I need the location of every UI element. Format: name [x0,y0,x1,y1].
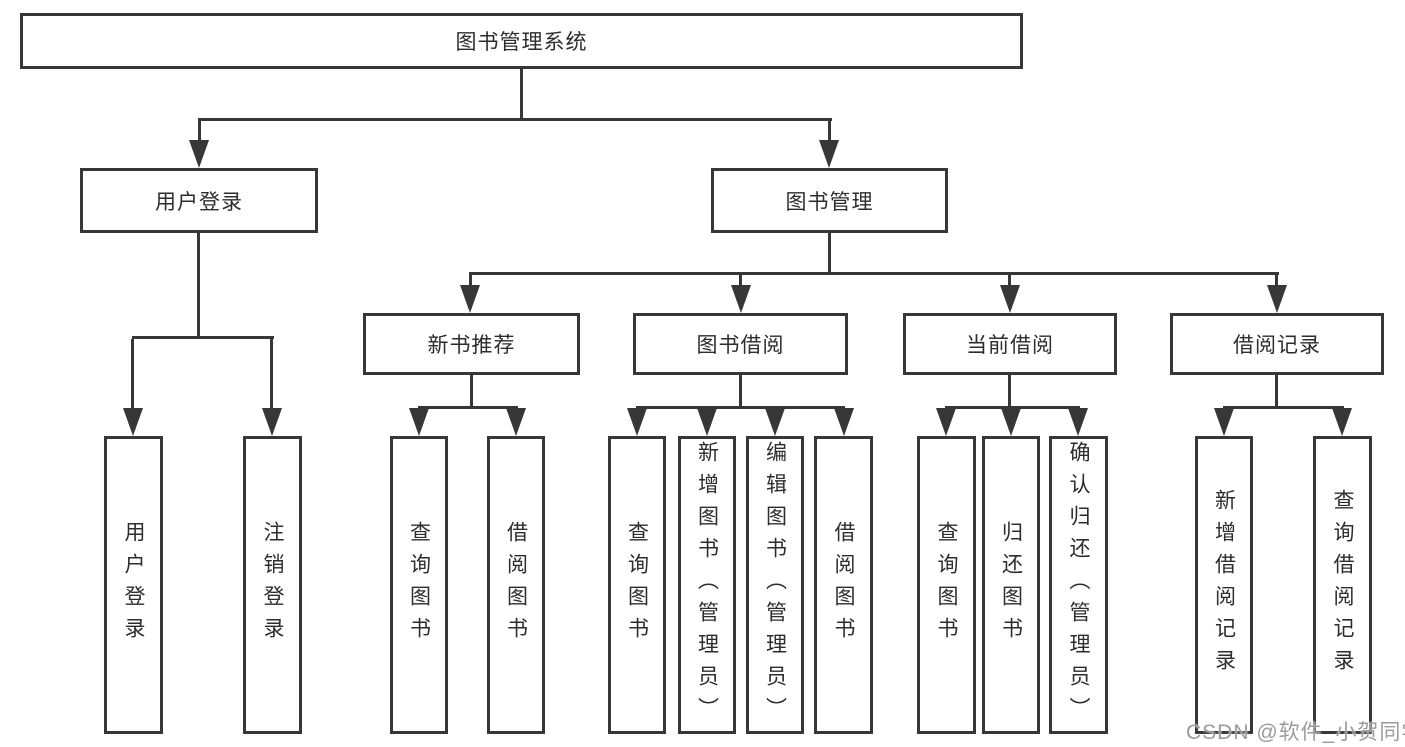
arrowhead-leaf-c3 [765,408,785,436]
leaf-confirm-return-admin-label: 确认归还（管理员） [1067,441,1090,729]
arrowhead-leaf-d2 [1001,408,1021,436]
connector-leaf-logout-drop [270,339,273,409]
leaf-edit-books-admin-label: 编辑图书（管理员） [763,441,787,729]
node-borrowing-records-label: 借阅记录 [1233,334,1321,357]
arrowhead-records [1267,285,1287,313]
arrowhead-leaf-d3 [1068,408,1088,436]
connector-recommend-bar [418,406,518,409]
connector-book-mgmt-stem [828,233,831,274]
node-new-book-recommend: 新书推荐 [363,313,580,375]
leaf-edit-books-admin: 编辑图书（管理员） [746,436,804,734]
leaf-confirm-return-admin: 确认归还（管理员） [1049,436,1108,734]
connector-borrowing-stem [739,375,742,408]
leaf-borrow-books-label: 借阅图书 [832,521,855,649]
connector-user-login-drop [198,121,201,142]
leaf-query-books-label: 查询图书 [625,521,649,649]
node-new-book-recommend-label: 新书推荐 [427,334,516,357]
arrowhead-current [1000,285,1020,313]
node-current-borrowing-label: 当前借阅 [966,334,1054,357]
arrowhead-leaf-c2 [697,408,717,436]
arrowhead-borrowing [731,285,751,313]
leaf-user-login: 用户登录 [104,436,163,734]
connector-records-drop [1275,275,1278,287]
leaf-user-login-label: 用户登录 [122,521,145,649]
arrowhead-leaf-c1 [627,408,647,436]
connector-current-stem [1008,375,1011,408]
leaf-add-books-admin: 新增图书（管理员） [678,436,736,734]
leaf-query-books-recommend: 查询图书 [390,436,448,734]
leaf-add-books-admin-label: 新增图书（管理员） [695,441,719,729]
connector-recommend-stem [470,375,473,408]
connector-user-login-bar [132,336,274,339]
arrowhead-book-mgmt [819,140,839,168]
connector-book-mgmt-drop [828,121,831,142]
node-book-management-label: 图书管理 [785,190,874,214]
connector-records-bar [1223,406,1344,409]
leaf-borrow-books: 借阅图书 [814,436,873,734]
leaf-return-books-label: 归还图书 [999,521,1023,649]
node-root-label: 图书管理系统 [455,31,588,54]
leaf-query-books-recommend-label: 查询图书 [407,521,431,649]
arrowhead-leaf-login [123,408,143,436]
node-user-login: 用户登录 [80,168,318,233]
leaf-query-books-current-label: 查询图书 [935,521,958,649]
arrowhead-leaf-b1 [409,408,429,436]
leaf-query-borrow-record-label: 查询借阅记录 [1331,489,1354,681]
arrowhead-leaf-d1 [936,408,956,436]
arrowhead-leaf-c4 [834,408,854,436]
leaf-logout-label: 注销登录 [261,521,284,649]
watermark: CSDN @软件_小贺同学 [1186,721,1405,744]
leaf-add-borrow-record: 新增借阅记录 [1195,436,1253,734]
connector-recommend-drop [469,275,472,287]
leaf-query-borrow-record: 查询借阅记录 [1313,436,1372,734]
leaf-borrow-books-recommend: 借阅图书 [487,436,545,734]
arrowhead-leaf-logout [262,408,282,436]
leaf-borrow-books-recommend-label: 借阅图书 [504,521,528,649]
node-book-management: 图书管理 [711,168,948,233]
leaf-query-books: 查询图书 [608,436,666,734]
connector-records-stem [1275,375,1278,408]
arrowhead-user-login [189,140,209,168]
leaf-query-books-current: 查询图书 [917,436,976,734]
connector-borrowing-drop [739,275,742,287]
connector-level3-bar [469,272,1279,275]
arrowhead-leaf-e1 [1214,408,1234,436]
connector-root-stem [520,69,523,118]
node-user-login-label: 用户登录 [155,190,243,214]
node-book-borrowing-label: 图书借阅 [696,334,785,357]
leaf-logout: 注销登录 [243,436,302,734]
node-current-borrowing: 当前借阅 [903,313,1117,375]
connector-borrowing-bar [636,406,845,409]
connector-level2-bar [198,118,832,121]
leaf-add-borrow-record-label: 新增借阅记录 [1212,489,1236,681]
leaf-return-books: 归还图书 [982,436,1040,734]
connector-leaf-login-drop [131,339,134,409]
connector-user-login-stem [197,233,200,338]
node-book-borrowing: 图书借阅 [633,313,848,375]
node-borrowing-records: 借阅记录 [1170,313,1384,375]
arrowhead-leaf-e2 [1332,408,1352,436]
arrowhead-recommend [460,285,480,313]
node-root: 图书管理系统 [20,13,1023,69]
connector-current-bar [945,406,1080,409]
connector-current-drop [1008,275,1011,287]
arrowhead-leaf-b2 [506,408,526,436]
